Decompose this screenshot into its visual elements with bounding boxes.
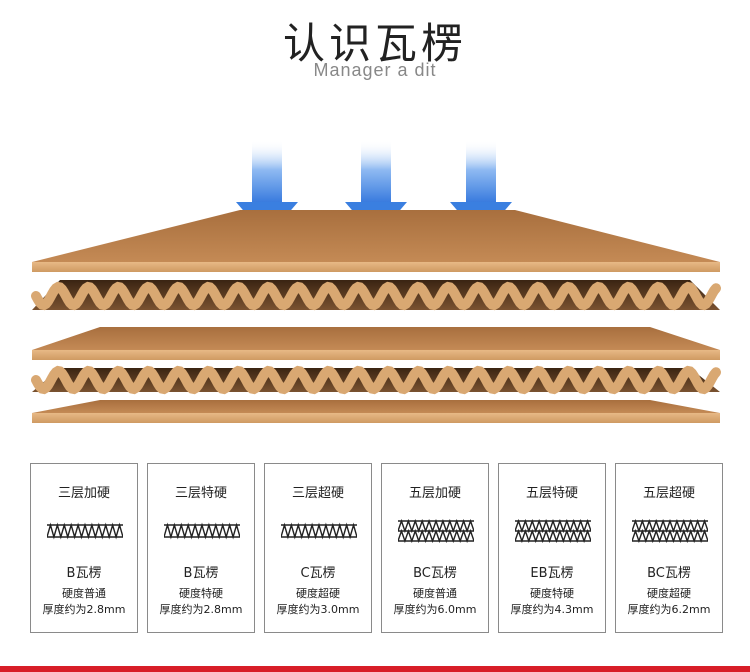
flute-stroke: [281, 522, 357, 540]
card-hardness: 硬度特硬: [179, 587, 223, 600]
card-layer-type: 三层加硬: [57, 486, 110, 501]
card-layer-type: 五层加硬: [408, 486, 461, 501]
card-flute-name: B瓦楞: [183, 566, 219, 581]
flute-stroke: [632, 528, 708, 543]
corrugated-layers-illustration: [31, 140, 721, 423]
bottom-accent-bar: [0, 666, 750, 672]
card-thickness: 厚度约为3.0mm: [276, 603, 360, 616]
middle-liner-board: [32, 327, 720, 360]
page-title: 认识瓦楞: [282, 19, 467, 68]
double-flute-icon: [632, 519, 708, 543]
card-flute-name: BC瓦楞: [647, 566, 691, 581]
card-hardness: 硬度超硬: [647, 587, 691, 600]
page-subtitle: Manager a dit: [313, 60, 437, 80]
card-thickness: 厚度约为6.0mm: [393, 603, 477, 616]
flute-stroke: [398, 528, 474, 543]
single-flute-icon: [164, 522, 240, 540]
card-hardness: 硬度特硬: [530, 587, 574, 600]
upper-flute-layer: [31, 280, 721, 311]
flute-stroke: [632, 519, 708, 534]
double-flute-icon: [398, 519, 474, 543]
card-flute-name: BC瓦楞: [413, 566, 457, 581]
card-thickness: 厚度约为6.2mm: [627, 603, 711, 616]
card-flute-name: C瓦楞: [300, 566, 336, 581]
card-hardness: 硬度超硬: [296, 587, 340, 600]
flute-stroke: [515, 528, 591, 543]
flute-card[interactable]: 五层超硬 BC瓦楞 硬度超硬 厚度约为6.2mm: [615, 463, 723, 633]
flute-type-cards: 三层加硬 B瓦楞 硬度普通 厚度约为2.8mm 三层特硬 B瓦楞 硬度特硬 厚度…: [30, 463, 723, 635]
flute-stroke: [398, 519, 474, 534]
flute-stroke: [164, 522, 240, 540]
flute-card[interactable]: 三层加硬 B瓦楞 硬度普通 厚度约为2.8mm: [30, 463, 138, 633]
flute-stroke: [47, 522, 123, 540]
flute-card[interactable]: 五层特硬 EB瓦楞 硬度特硬 厚度约为4.3mm: [498, 463, 606, 633]
card-layer-type: 三层超硬: [291, 486, 344, 501]
card-layer-type: 五层特硬: [525, 486, 578, 501]
card-thickness: 厚度约为2.8mm: [42, 603, 126, 616]
card-flute-name: EB瓦楞: [530, 566, 574, 581]
card-flute-name: B瓦楞: [66, 566, 102, 581]
card-layer-type: 三层特硬: [174, 486, 227, 501]
card-hardness: 硬度普通: [413, 587, 457, 600]
card-layer-type: 五层超硬: [642, 486, 695, 501]
flute-card[interactable]: 五层加硬 BC瓦楞 硬度普通 厚度约为6.0mm: [381, 463, 489, 633]
lower-flute-layer: [31, 365, 721, 395]
card-hardness: 硬度普通: [62, 587, 106, 600]
card-thickness: 厚度约为2.8mm: [159, 603, 243, 616]
bottom-liner-board: [32, 400, 720, 423]
top-liner-board: [32, 210, 720, 272]
flute-card[interactable]: 三层超硬 C瓦楞 硬度超硬 厚度约为3.0mm: [264, 463, 372, 633]
card-thickness: 厚度约为4.3mm: [510, 603, 594, 616]
flute-card[interactable]: 三层特硬 B瓦楞 硬度特硬 厚度约为2.8mm: [147, 463, 255, 633]
single-flute-icon: [47, 522, 123, 540]
double-flute-icon: [515, 519, 591, 543]
single-flute-icon: [281, 522, 357, 540]
flute-stroke: [515, 519, 591, 534]
